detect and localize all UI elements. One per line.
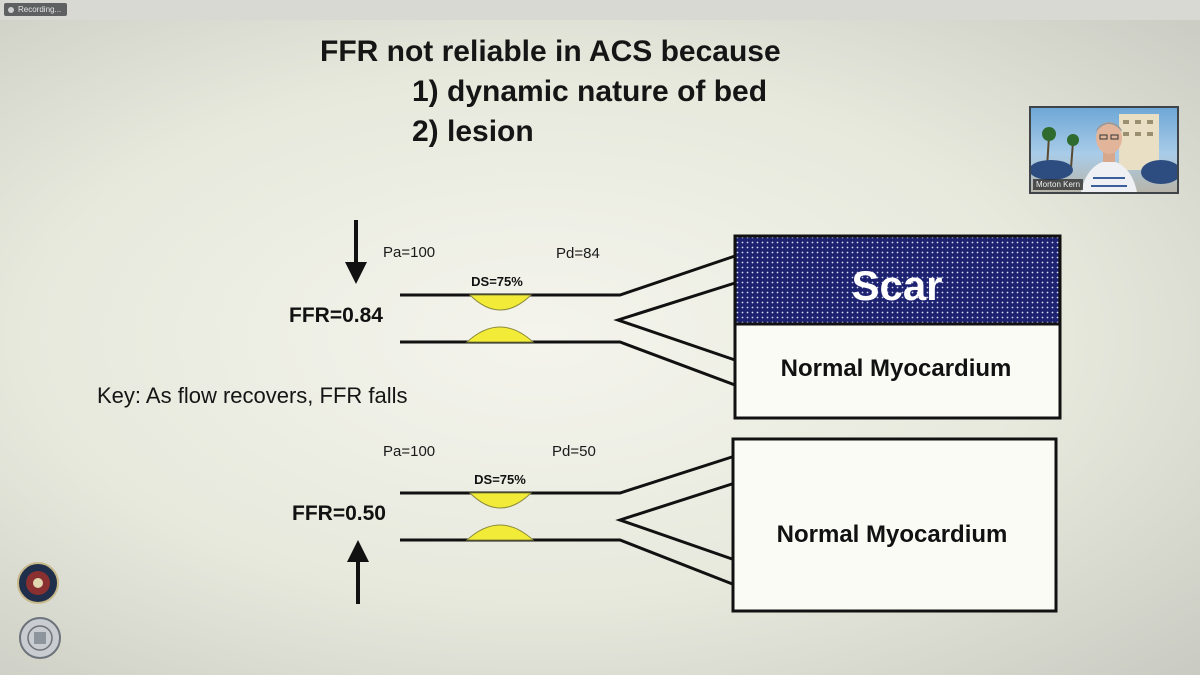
bottom-stenosis-upper [468, 492, 533, 509]
top-bar: Recording... [0, 0, 1200, 20]
bottom-vessel-branch [615, 481, 736, 562]
slide-title-line-3: 2) lesion [412, 115, 534, 148]
bottom-ffr-label: FFR=0.50 [292, 502, 386, 525]
down-arrow-icon [345, 220, 367, 284]
bottom-vessel-upper-wall [400, 454, 736, 495]
recording-label: Recording... [18, 5, 62, 14]
key-statement: Key: As flow recovers, FFR falls [97, 383, 408, 408]
university-seal-logo [19, 617, 61, 659]
top-stenosis-lower [465, 326, 535, 343]
slide-title-line-1: FFR not reliable in ACS because [320, 35, 781, 68]
scar-region [733, 234, 1062, 326]
va-seal-logo [17, 562, 59, 604]
top-pa-label: Pa=100 [383, 244, 436, 261]
bottom-myocardium-box [731, 437, 1058, 613]
top-vessel-lower-wall [400, 340, 736, 387]
up-arrow-icon [347, 540, 369, 604]
slide-title-line-2: 1) dynamic nature of bed [412, 75, 768, 108]
bottom-pd-label: Pd=50 [552, 443, 596, 460]
recording-indicator[interactable]: Recording... [4, 3, 68, 16]
record-icon [8, 6, 14, 13]
participant-video-tile[interactable]: Morton Kern [1029, 106, 1179, 194]
bottom-pa-label: Pa=100 [383, 443, 436, 460]
bottom-stenosis-lower [465, 524, 535, 541]
top-ds-label: DS=75% [471, 274, 523, 289]
bottom-ds-label: DS=75% [474, 472, 526, 487]
top-pd-label: Pd=84 [556, 245, 600, 262]
top-vessel-branch [613, 281, 736, 362]
bottom-myocardium-label: Normal Myocardium [777, 521, 1008, 548]
top-stenosis-upper [468, 294, 533, 311]
bottom-vessel-lower-wall [400, 538, 736, 587]
participant-name: Morton Kern [1033, 179, 1084, 190]
top-ffr-label: FFR=0.84 [289, 304, 383, 327]
participant-video-feed [1031, 114, 1177, 192]
scar-label: Scar [851, 262, 942, 309]
top-myocardium-label: Normal Myocardium [781, 355, 1012, 382]
